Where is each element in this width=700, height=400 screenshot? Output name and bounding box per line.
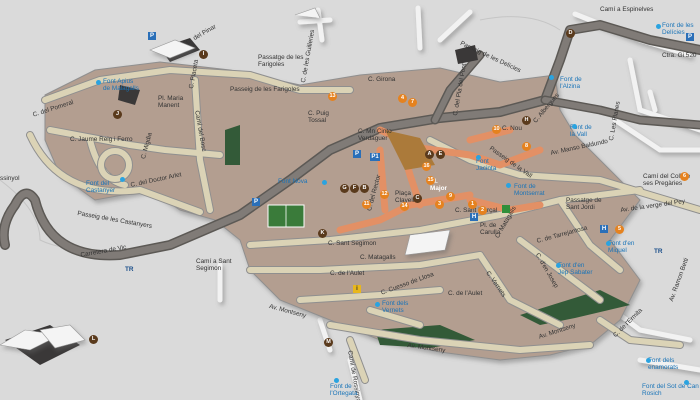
parking-sign-2[interactable]: P: [252, 198, 260, 206]
highway: [0, 20, 700, 261]
marker-11[interactable]: 11: [362, 200, 371, 209]
label-font-castanyer: Font del Castanyer: [86, 180, 116, 194]
label-c-aulet: C. de l'Aulet: [330, 270, 365, 277]
label-c-mn-cinto: C. Mn Cinto Verdaguer: [358, 128, 392, 142]
parking-sign[interactable]: P: [148, 32, 156, 40]
roads: [27, 67, 700, 383]
fountain-icon-enamorats[interactable]: [646, 358, 651, 363]
label-font-alzina: Font de l'Alzina: [560, 76, 582, 90]
marker-L[interactable]: L: [89, 335, 98, 344]
marker-12[interactable]: 12: [380, 190, 389, 199]
hospital-sign-2[interactable]: H: [470, 213, 478, 221]
roundabout-centre: [106, 156, 124, 174]
label-c-puig-tossal: C. Puig Tossal: [308, 110, 329, 124]
label-c-sant-segimon: C. Sant Segimon: [328, 240, 377, 247]
fountain-icon-jep[interactable]: [556, 263, 561, 268]
marker-6[interactable]: 6: [680, 172, 689, 181]
marker-9[interactable]: 9: [446, 192, 455, 201]
placa-major-area: [385, 130, 435, 170]
label-font-montserrat: Font de Montserrat: [514, 183, 545, 197]
label-cami-espinelves: Camí a Espinelves: [600, 6, 654, 13]
label-c-girona: C. Girona: [368, 76, 396, 83]
marker-G[interactable]: G: [340, 184, 349, 193]
marker-16[interactable]: 16: [422, 162, 431, 171]
marker-H[interactable]: H: [522, 116, 531, 125]
marker-5[interactable]: 5: [615, 225, 624, 234]
info-sign[interactable]: i: [353, 285, 361, 293]
taxi-sign[interactable]: TR: [125, 266, 134, 273]
label-c-sant-marcal: C. Sant Marçal: [455, 207, 498, 214]
marker-F[interactable]: F: [350, 184, 359, 193]
label-cami-coll: Camí del Coll de ses Pregàries: [643, 173, 691, 187]
pharmacy-sign[interactable]: [502, 205, 510, 213]
label-font-apius: Font Apius de Malagalls: [103, 78, 139, 92]
label-ctra-gi-520: Ctra. Gi 520: [662, 52, 697, 59]
roundabout: [98, 148, 132, 182]
label-rossinyol-edge: ssinyol: [0, 175, 20, 182]
label-font-vall: Font de la Vall: [570, 124, 592, 138]
hospital-sign[interactable]: H: [600, 225, 608, 233]
marker-I[interactable]: I: [199, 50, 208, 59]
label-c-nou: C. Nou: [502, 125, 522, 132]
label-font-jep-sabater: Font d'en Jep Sabater: [558, 262, 593, 276]
fountain-icon-jacinta[interactable]: [476, 155, 481, 160]
marker-15[interactable]: 15: [426, 176, 435, 185]
parking-sign-3[interactable]: P: [353, 150, 361, 158]
marker-K[interactable]: K: [318, 229, 327, 238]
marker-J[interactable]: J: [113, 110, 122, 119]
label-font-vernets: Font dels Vernets: [382, 300, 409, 314]
marker-10[interactable]: 10: [492, 125, 501, 134]
marker-E[interactable]: E: [436, 150, 445, 159]
marker-7[interactable]: 7: [408, 98, 417, 107]
label-passatge-farigoles: Passatge de les Farigoles: [258, 54, 304, 68]
fountain-icon-castanyer[interactable]: [120, 177, 125, 182]
marker-D[interactable]: D: [566, 29, 575, 38]
fountain-icon-delicies[interactable]: [656, 24, 661, 29]
label-passeig-sant-jordi: Passatge de Sant Jordi: [566, 197, 602, 211]
label-cami-sant-segimon: Camí a Sant Segimon: [196, 258, 232, 272]
parking-sign-4[interactable]: P: [686, 33, 694, 41]
fountain-icon-sot[interactable]: [684, 380, 689, 385]
fountain-icon-nova[interactable]: [322, 180, 327, 185]
label-pl-carulla: Pl. de Carulla: [480, 222, 501, 236]
label-font-ortegata: Font de l'Ortegata: [330, 383, 358, 397]
police-sign[interactable]: P1: [370, 153, 380, 161]
marker-M[interactable]: M: [324, 338, 333, 347]
marker-C[interactable]: C: [413, 194, 422, 203]
label-font-jacinta: Font Jacinta: [476, 158, 497, 172]
label-placa-clavell: Plaça Clavell: [395, 190, 415, 204]
fountain-icon-montserrat[interactable]: [506, 183, 511, 188]
white-buildings: [0, 7, 451, 351]
marker-1[interactable]: 1: [468, 200, 477, 209]
label-font-delicies: Font de les Delícies: [662, 22, 694, 36]
marker-14[interactable]: 14: [400, 202, 409, 211]
fountain-icon-apius[interactable]: [96, 80, 101, 85]
fountain-icon-alzina[interactable]: [549, 75, 554, 80]
fountain-icon-ortegata[interactable]: [334, 378, 339, 383]
label-c-matagalls: C. Matagalls: [360, 254, 396, 261]
marker-3[interactable]: 3: [435, 200, 444, 209]
marker-13[interactable]: 13: [328, 92, 337, 101]
label-font-miquel: Font d'en Miquel: [608, 240, 635, 254]
label-font-enamorats: Font dels enamorats: [648, 357, 679, 371]
fountain-icon-vernets[interactable]: [375, 302, 380, 307]
label-passeig-farigoles: Passeig de les Farigoles: [230, 86, 300, 93]
marker-B[interactable]: B: [360, 184, 369, 193]
fountain-icon-miquel[interactable]: [606, 241, 611, 246]
label-c-jaume-reig: C. Jaume Reig i Ferro: [70, 136, 133, 143]
marker-A[interactable]: A: [425, 150, 434, 159]
marker-8[interactable]: 8: [522, 142, 531, 151]
label-c-aulet-e: C. de l'Aulet: [448, 290, 483, 297]
label-pl-maria-manent: Pl. Maria Manent: [158, 95, 184, 109]
fountain-icon-vall[interactable]: [572, 124, 577, 129]
marker-4[interactable]: 4: [398, 94, 407, 103]
label-font-sot: Font del Sot de Can Rosich: [642, 383, 699, 397]
marker-2[interactable]: 2: [478, 206, 487, 215]
background-roads: [217, 5, 700, 400]
taxi-sign-2[interactable]: TR: [654, 248, 663, 255]
label-font-nova: Font Nova: [278, 178, 308, 185]
